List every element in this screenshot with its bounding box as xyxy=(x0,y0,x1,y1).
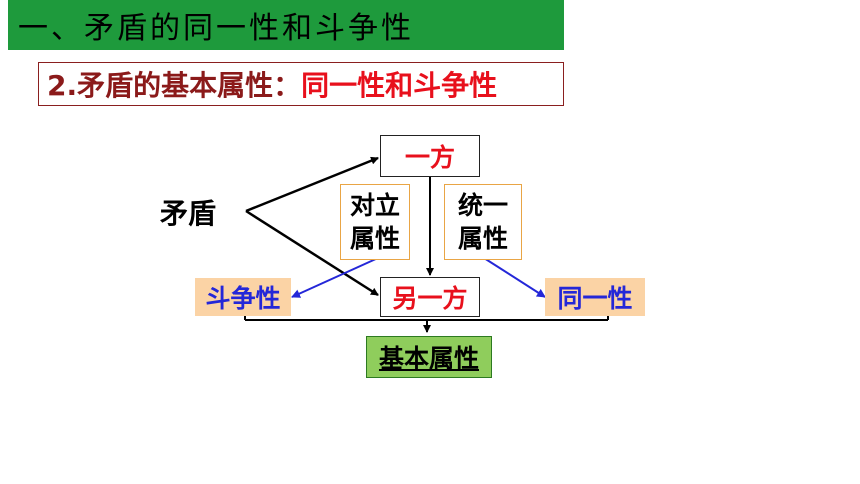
opposition-attribute-box: 对立 属性 xyxy=(340,184,410,260)
struggle-box: 斗争性 xyxy=(195,278,291,316)
subtitle-prefix: 2.矛盾的基本属性： xyxy=(47,69,302,102)
arrow-to-side-other xyxy=(245,209,379,297)
opposition-line-2: 属性 xyxy=(349,224,400,253)
side-one-box: 一方 xyxy=(380,135,480,177)
contradiction-text: 矛盾 xyxy=(159,197,216,230)
arrow-to-identity xyxy=(483,257,546,298)
basic-attributes-text: 基本属性 xyxy=(378,344,479,373)
arrow-to-side-one xyxy=(245,156,379,213)
identity-box: 同一性 xyxy=(545,278,645,316)
unity-line-1: 统一 xyxy=(457,191,508,220)
arrow-to-struggle xyxy=(291,257,379,298)
contradiction-label: 矛盾 xyxy=(150,192,226,232)
basic-attributes-box: 基本属性 xyxy=(366,336,492,378)
unity-attribute-box: 统一 属性 xyxy=(444,184,522,260)
side-one-text: 一方 xyxy=(404,143,455,172)
opposition-line-1: 对立 xyxy=(349,191,400,220)
unity-line-2: 属性 xyxy=(457,224,508,253)
side-other-box: 另一方 xyxy=(380,277,480,317)
side-other-text: 另一方 xyxy=(392,284,468,313)
section-title-bar: 一、矛盾的同一性和斗争性 xyxy=(8,0,564,50)
subtitle-highlight: 同一性和斗争性 xyxy=(301,69,498,102)
identity-text: 同一性 xyxy=(557,284,633,313)
struggle-text: 斗争性 xyxy=(205,284,281,313)
section-title: 一、矛盾的同一性和斗争性 xyxy=(18,11,414,46)
subtitle-box: 2.矛盾的基本属性： 同一性和斗争性 xyxy=(38,62,564,106)
